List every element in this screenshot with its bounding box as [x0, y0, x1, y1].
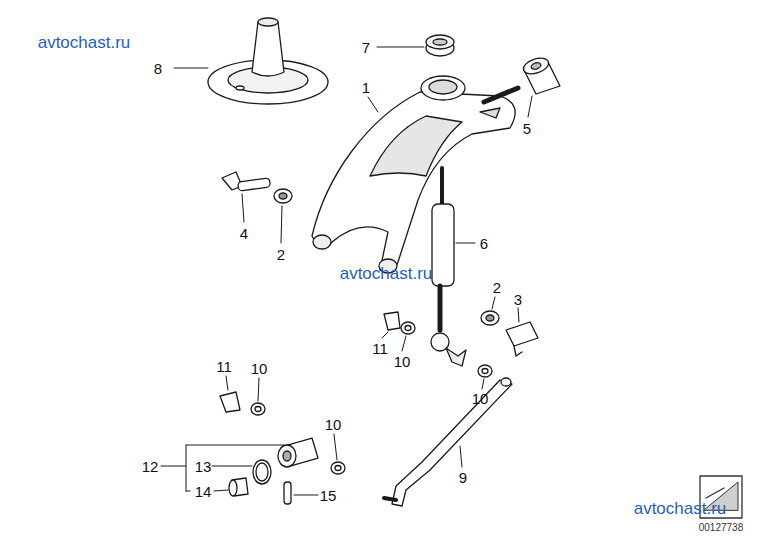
callout-number: 7 [362, 40, 370, 55]
callout-number: 2 [277, 247, 285, 262]
callout-number: 9 [459, 470, 467, 485]
callout-number: 6 [480, 236, 488, 251]
callout-number: 3 [514, 292, 522, 307]
callout-number: 10 [472, 391, 489, 406]
sleeve-drawing [521, 55, 560, 94]
callout-number: 14 [195, 484, 212, 499]
gaiter-drawing [208, 18, 328, 104]
watermark: avtochast.ru [38, 34, 131, 51]
callout-number: 8 [154, 61, 162, 76]
joint-drawing [229, 438, 318, 504]
watermark: avtochast.ru [340, 265, 433, 282]
callout-number: 4 [240, 226, 248, 241]
callout-number: 10 [251, 361, 268, 376]
leader-lines [161, 47, 532, 495]
ring-drawing [426, 35, 454, 56]
callout-number: 5 [523, 121, 531, 136]
callout-number: 1 [362, 80, 370, 95]
drawing-number: 00127738 [699, 523, 744, 533]
callout-number: 10 [394, 354, 411, 369]
bushing-drawing [274, 189, 499, 325]
clip-drawing [222, 172, 271, 191]
callout-number: 11 [216, 359, 232, 374]
watermark: avtochast.ru [634, 500, 727, 517]
clip-drawing [506, 322, 538, 356]
washer-drawing [251, 322, 492, 474]
lever-drawing [431, 168, 466, 366]
bracket-drawing [312, 76, 518, 273]
rod-drawing [384, 378, 512, 506]
callout-number: 15 [320, 488, 337, 503]
clip-drawing [220, 312, 400, 412]
callout-number: 13 [195, 459, 212, 474]
callout-number: 10 [325, 417, 342, 432]
callout-number: 11 [372, 341, 388, 356]
callout-number: 2 [493, 280, 501, 295]
callout-number: 12 [142, 459, 159, 474]
